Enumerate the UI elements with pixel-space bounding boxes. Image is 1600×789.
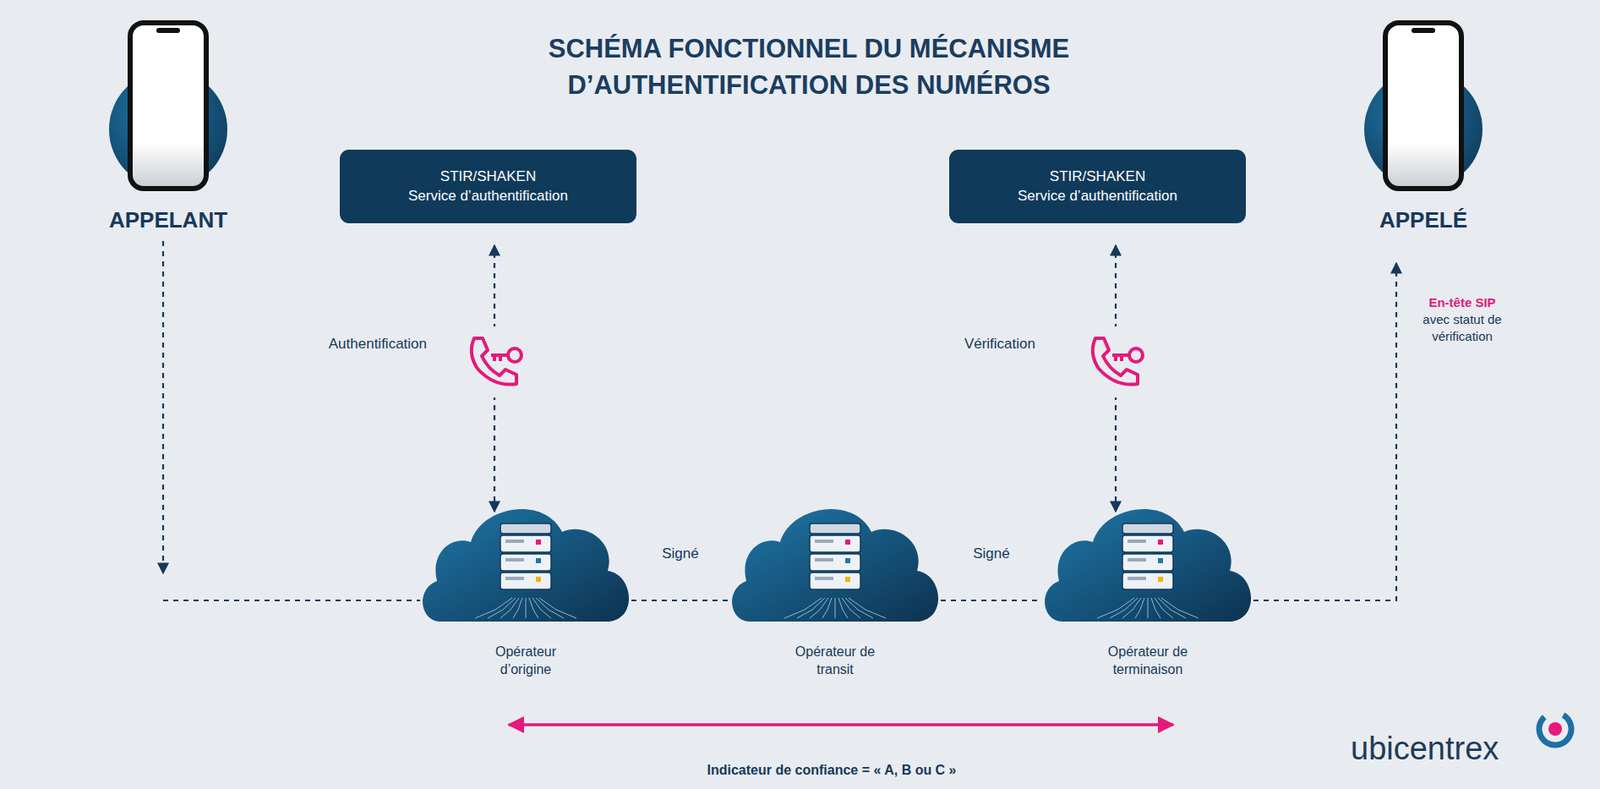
phone-node: APPELANT <box>92 20 245 233</box>
connector-line <box>631 599 730 601</box>
key-phone-icon <box>1085 326 1147 398</box>
connector <box>631 600 730 601</box>
trust-range-arrow <box>508 722 1174 727</box>
cloud-shape <box>416 494 635 634</box>
cloud-shape <box>1038 494 1257 634</box>
operator-cloud: Opérateur de transit <box>726 494 945 679</box>
connector <box>1253 262 1397 601</box>
phone-icon <box>1347 20 1500 208</box>
phone-node: APPELÉ <box>1347 20 1500 233</box>
edge-label: Vérification <box>964 335 1036 353</box>
node-text: Opérateur d’origine <box>478 643 574 679</box>
node-text: APPELANT <box>92 207 245 233</box>
connector-line <box>1253 262 1397 601</box>
signal-label: En-tête SIP <box>1409 294 1515 312</box>
logo-text: ubicentrex <box>1350 731 1529 765</box>
key-phone-icon <box>464 326 525 398</box>
edge-label: Signé <box>972 545 1010 563</box>
connector-line <box>163 599 421 601</box>
phone-icon <box>92 20 245 208</box>
service-box: STIR/SHAKENService d’authentification <box>949 149 1246 224</box>
node-text: APPELÉ <box>1347 207 1500 233</box>
operator-cloud: Opérateur d’origine <box>416 494 635 679</box>
node-text: Service d’authentification <box>408 186 568 207</box>
note-label: avec statut de vérification <box>1409 311 1515 345</box>
node-text: STIR/SHAKEN <box>1049 167 1146 187</box>
diagram-title: SCHÉMA FONCTIONNEL DU MÉCANISME D’AUTHEN… <box>487 30 1131 104</box>
node-text: Service d’authentification <box>1017 186 1178 207</box>
logo-mark <box>1533 706 1578 751</box>
node-text: Opérateur de terminaison <box>1100 643 1196 679</box>
trust-indicator-label: Indicateur de confiance = « A, B ou C » <box>535 762 1128 778</box>
node-text: Opérateur de transit <box>787 643 883 679</box>
connector-line <box>940 599 1043 601</box>
edge-label: Authentification <box>328 335 427 353</box>
cloud-shape <box>726 494 945 634</box>
operator-cloud: Opérateur de terminaison <box>1038 494 1257 679</box>
service-box: STIR/SHAKENService d’authentification <box>339 149 637 224</box>
edge-label: Signé <box>661 545 699 563</box>
connector-line <box>162 240 164 574</box>
connector <box>163 240 421 601</box>
connector <box>940 600 1043 601</box>
node-text: STIR/SHAKEN <box>440 167 536 187</box>
